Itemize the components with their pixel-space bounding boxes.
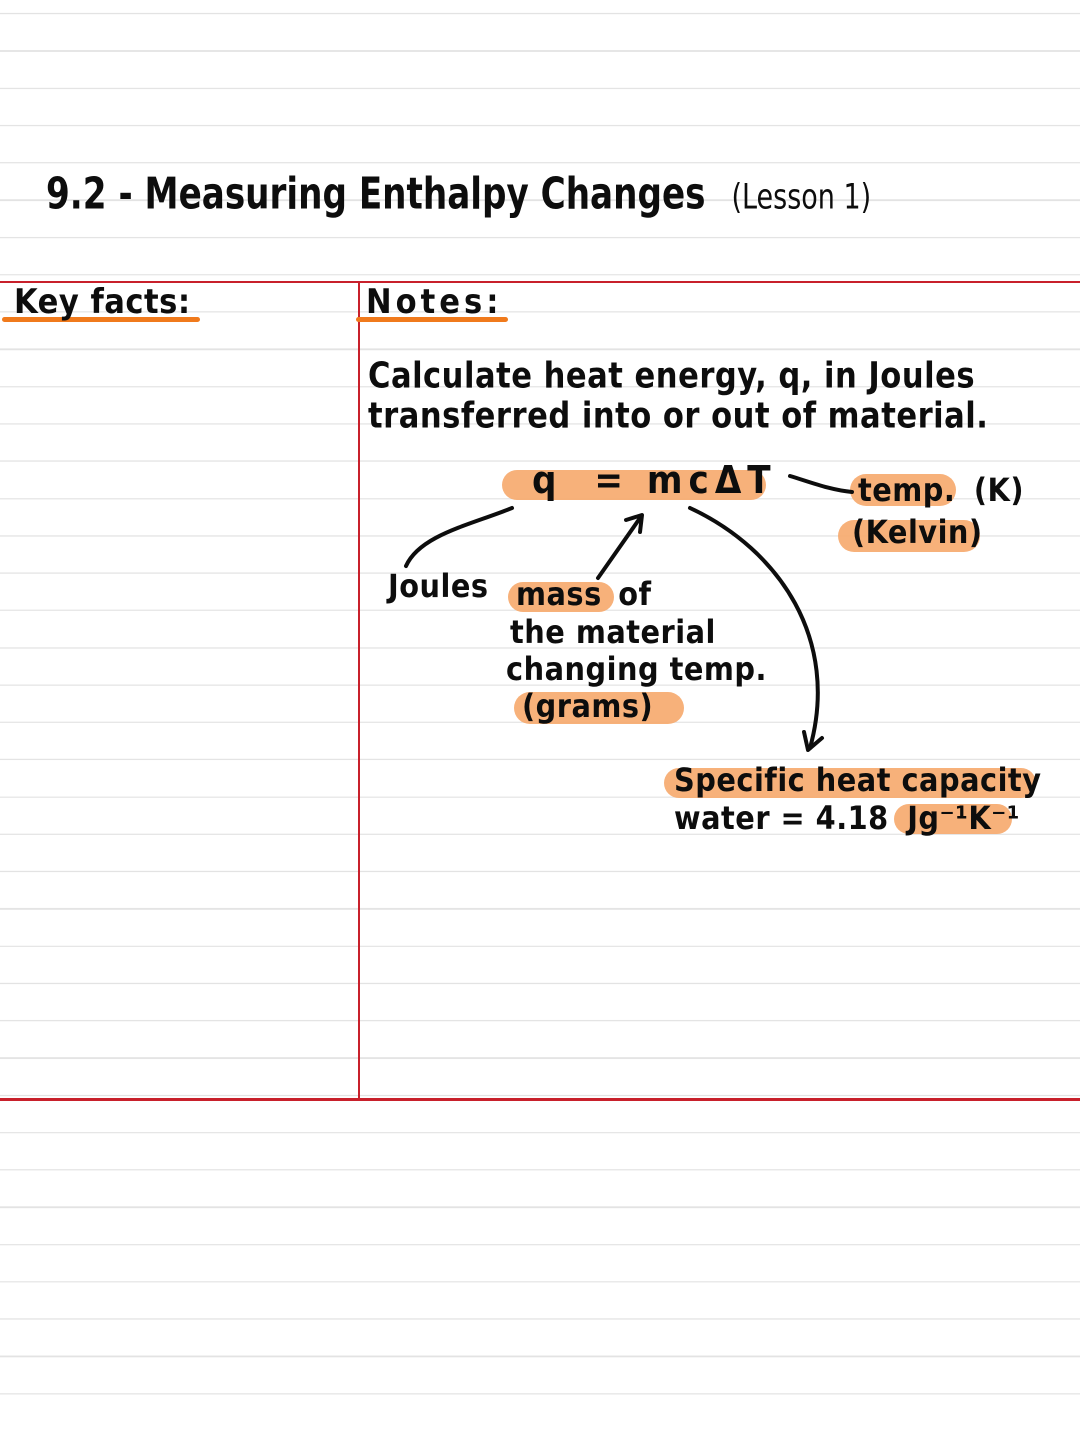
table-border-bottom xyxy=(0,1098,1080,1101)
shc-water-value: water = 4.18 xyxy=(674,799,889,837)
shc-arrowhead-icon xyxy=(802,730,824,752)
key-facts-underline xyxy=(2,317,200,322)
mass-highlight xyxy=(508,582,614,612)
temp-text: temp. xyxy=(858,471,956,509)
formula-highlight xyxy=(502,470,766,500)
shc-units: Jg⁻¹K⁻¹ xyxy=(907,799,1020,837)
page-title: 9.2 - Measuring Enthalpy Changes (Lesson … xyxy=(46,168,871,219)
notes-intro-line-2: transferred into or out of material. xyxy=(368,394,989,437)
formula-rhs: = mcΔT xyxy=(594,458,777,502)
mass-line-2: the material xyxy=(510,613,716,651)
notes-underline xyxy=(356,317,508,322)
temp-label: temp. (K) xyxy=(858,472,1024,509)
notes-intro-line-1: Calculate heat energy, q, in Joules xyxy=(368,354,976,397)
formula: q = mcΔT xyxy=(532,458,777,502)
key-facts-heading: Key facts: xyxy=(14,282,191,322)
shc-highlight xyxy=(664,768,1036,798)
temp-unit: (K) xyxy=(973,471,1024,509)
joules-connector xyxy=(404,506,514,568)
shc-units-highlight xyxy=(894,804,1012,834)
column-divider xyxy=(358,281,360,1100)
formula-q: q xyxy=(532,458,563,502)
table-border-top xyxy=(0,281,1080,283)
temp-connector xyxy=(788,474,854,494)
temp-highlight xyxy=(850,474,956,506)
shc-water-line: water = 4.18 Jg⁻¹K⁻¹ xyxy=(674,800,1020,837)
mass-text: mass xyxy=(516,575,602,613)
page-title-sub: (Lesson 1) xyxy=(731,177,872,218)
mass-label: mass of xyxy=(516,576,652,613)
mass-arrowhead-icon xyxy=(624,513,644,534)
page-title-main: 9.2 - Measuring Enthalpy Changes xyxy=(46,168,706,219)
notes-heading: Notes: xyxy=(366,282,503,322)
shc-label: Specific heat capacity xyxy=(674,761,1042,799)
joules-label: Joules xyxy=(388,567,489,605)
notes-intro: Calculate heat energy, q, in Joules tran… xyxy=(368,356,988,436)
kelvin-label: (Kelvin) xyxy=(852,513,983,551)
grams-highlight xyxy=(514,692,684,724)
kelvin-highlight xyxy=(838,520,980,552)
mass-line-3: changing temp. xyxy=(506,650,767,688)
grams-label: (grams) xyxy=(522,687,654,725)
mass-arrow xyxy=(596,516,642,580)
mass-of: of xyxy=(618,575,652,613)
